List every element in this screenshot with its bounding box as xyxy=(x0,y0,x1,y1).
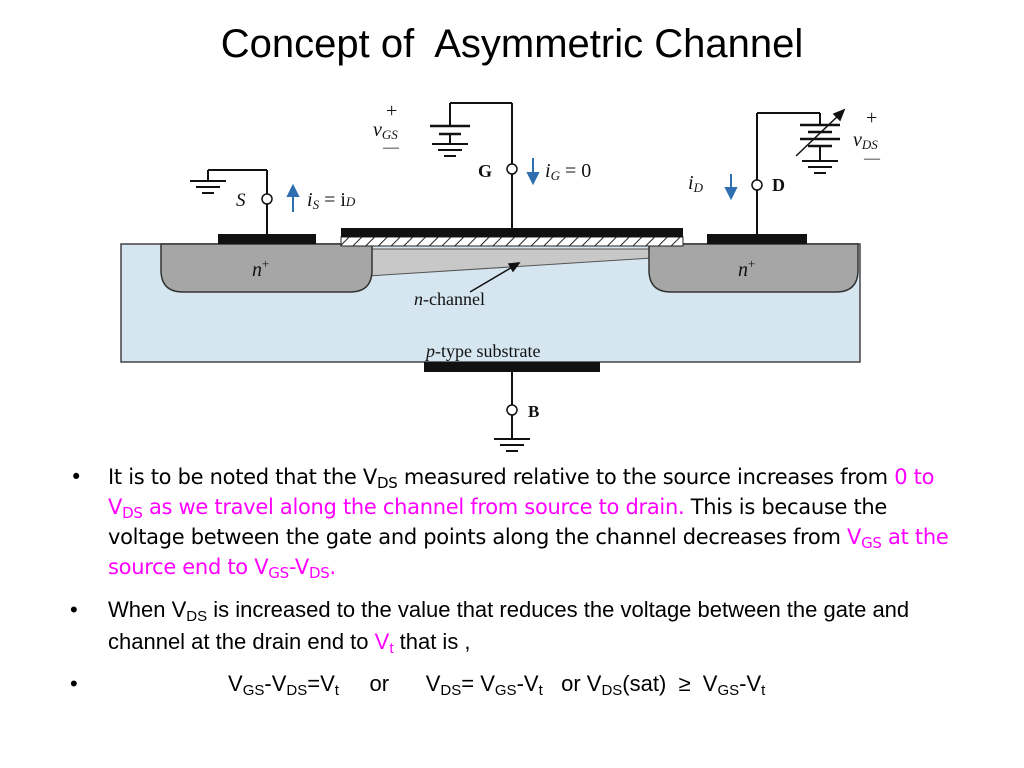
source-contact xyxy=(218,234,316,244)
bullet-dot: • xyxy=(70,671,78,696)
vgs-plus-label: + xyxy=(386,100,397,122)
is-label: iS = iD xyxy=(307,189,356,212)
vgs-minus-label: — xyxy=(382,139,400,156)
drain-label: D xyxy=(772,175,785,195)
vds-plus-label: + xyxy=(866,107,877,129)
saturation-equation: VGS-VDS=Vt or VDS= VGS-Vt or VDS(sat) ≥ … xyxy=(228,671,766,699)
source-terminal xyxy=(261,193,273,205)
n-plus-source-label: n+ xyxy=(252,256,269,281)
bullet-dot: • xyxy=(70,465,83,489)
n-channel-label: n-channel xyxy=(414,289,485,309)
n-channel-pointer-icon xyxy=(469,262,521,293)
bullet-item-3: • VGS-VDS=Vt or VDS= VGS-Vt or VDS(sat) … xyxy=(70,668,950,700)
n-plus-drain-label: n+ xyxy=(738,256,755,281)
n-plus-source xyxy=(160,243,373,293)
vds-minus-label: — xyxy=(863,150,881,167)
is-arrow-icon xyxy=(286,183,300,212)
id-label: iD xyxy=(688,172,704,195)
body-ground-icon xyxy=(494,438,530,452)
gate-label: G xyxy=(478,161,492,181)
body-terminal xyxy=(506,404,518,416)
id-arrow-icon xyxy=(724,174,738,201)
body-label: B xyxy=(528,402,539,421)
source-label: S xyxy=(236,190,246,211)
ig-label: iG = 0 xyxy=(545,160,591,183)
body-contact xyxy=(424,362,600,372)
bullet-item-2: • When VDS is increased to the value tha… xyxy=(70,594,950,658)
gate-terminal xyxy=(506,163,518,175)
p-substrate-label: p-type substrate xyxy=(424,341,540,361)
vgs-source-icon xyxy=(430,124,470,136)
mosfet-diagram: + vGS — + vDS — G iG = 0 S iS = iD iD D … xyxy=(120,100,881,452)
bullet-item-1: • It is to be noted that the VDS measure… xyxy=(70,462,950,582)
source-ground-icon xyxy=(190,180,226,194)
gate-oxide xyxy=(340,236,684,247)
gate-metal xyxy=(341,228,683,237)
bullet-dot: • xyxy=(70,597,78,622)
vds-label: vDS xyxy=(853,129,878,152)
gate-ground-icon xyxy=(432,143,468,157)
drain-ground-icon xyxy=(802,160,838,174)
slide-title: Concept of Asymmetric Channel xyxy=(220,22,804,66)
drain-terminal xyxy=(751,179,763,191)
drain-contact xyxy=(707,234,807,244)
vds-variable-source-icon xyxy=(800,123,840,148)
vgs-label: vGS xyxy=(373,119,398,142)
n-plus-drain xyxy=(648,243,859,293)
bullet-list: • It is to be noted that the VDS measure… xyxy=(70,462,950,700)
ig-arrow-icon xyxy=(526,158,540,186)
